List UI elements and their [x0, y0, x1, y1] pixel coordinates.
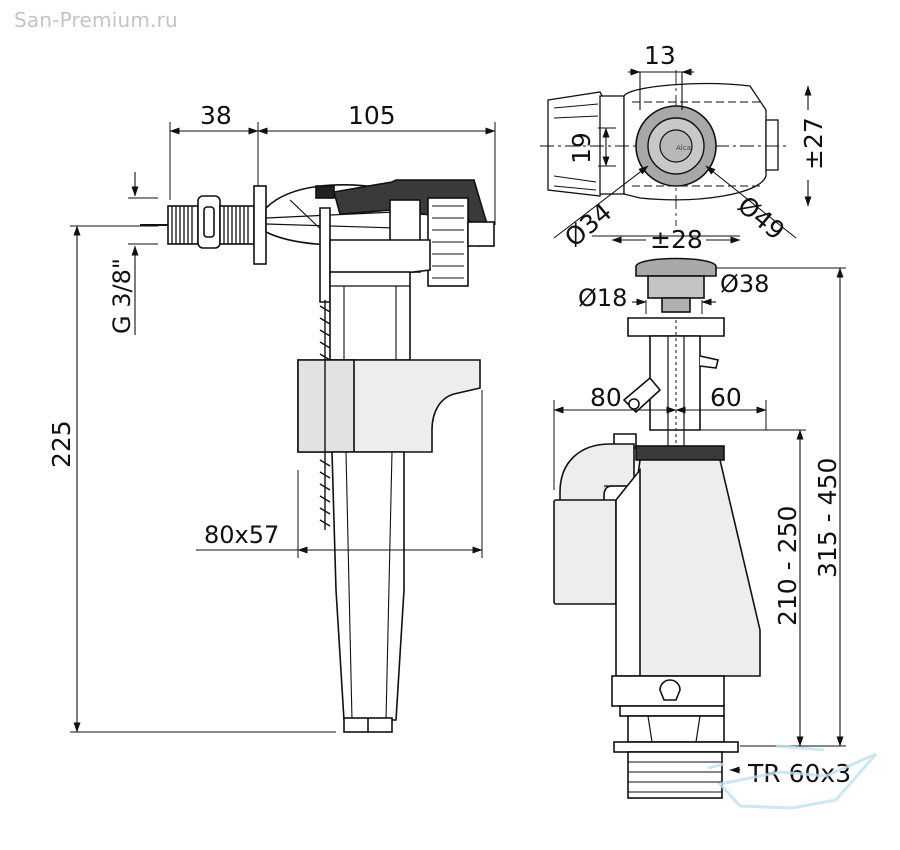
flush-button-top-view	[540, 68, 812, 244]
dim-label-g38: G 3/8"	[108, 258, 136, 334]
brand-logo-text: Alca	[676, 144, 691, 152]
dim-label-pm28: ±28	[650, 225, 703, 254]
fill-valve-side-view	[70, 122, 496, 733]
dim-label-105: 105	[348, 101, 396, 130]
dim-label-d18: Ø18	[578, 284, 627, 312]
valve-head	[265, 179, 495, 303]
dim-label-13: 13	[644, 41, 676, 70]
valve-main-body	[611, 445, 761, 799]
watermark-logo	[707, 744, 878, 810]
dim-label-60: 60	[710, 383, 742, 412]
dim-label-19: 19	[567, 132, 596, 164]
dim-label-80: 80	[590, 383, 622, 412]
dimension-lines-right	[553, 267, 844, 774]
adjustment-rod	[319, 300, 331, 530]
dim-label-210-250: 210 - 250	[773, 506, 802, 626]
dim-label-80x57: 80x57	[204, 521, 279, 549]
extension-lines-left	[70, 122, 496, 733]
push-button	[635, 257, 717, 313]
watermark-text: San-Premium.ru	[14, 8, 178, 32]
dim-label-d49: Ø49	[732, 190, 790, 245]
dim-label-d34: Ø34	[559, 197, 617, 252]
dim-label-pm27: ±27	[799, 117, 828, 170]
flush-valve-side-view	[553, 257, 846, 800]
button-discs	[635, 105, 717, 187]
dim-label-225: 225	[47, 420, 76, 468]
dim-label-d38: Ø38	[720, 270, 769, 298]
valve-body	[297, 271, 481, 733]
dimension-lines-left	[73, 127, 496, 733]
dim-label-38: 38	[200, 101, 232, 130]
dim-label-315-450: 315 - 450	[813, 458, 842, 578]
threaded-inlet	[140, 185, 267, 265]
overflow-and-float	[553, 376, 662, 605]
dimension-lines-top	[553, 68, 812, 244]
